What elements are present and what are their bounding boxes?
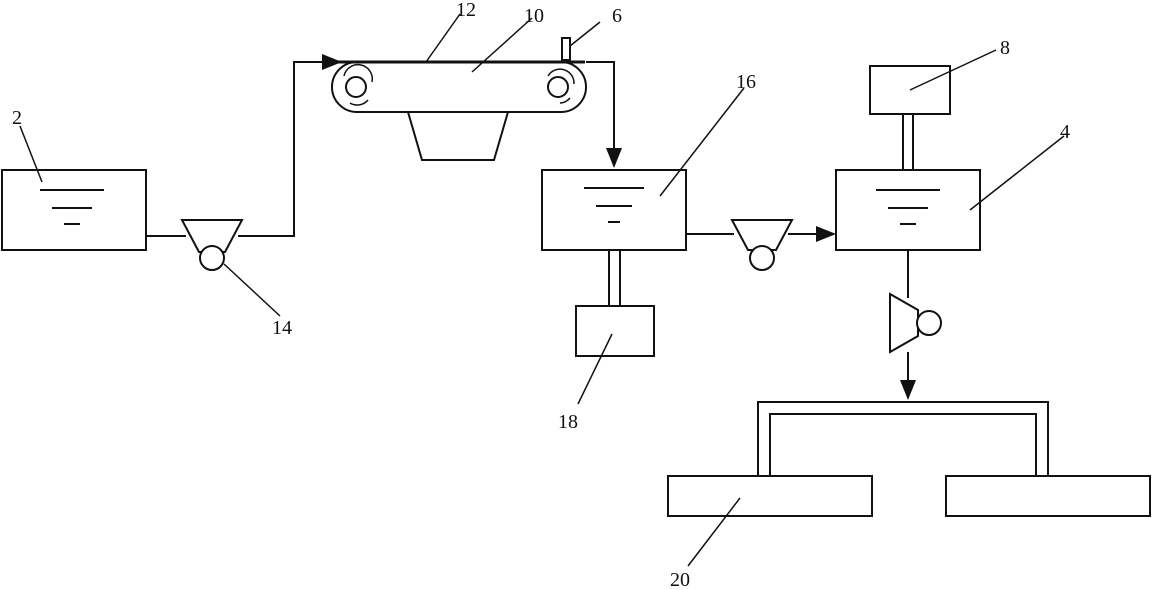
pump-14 xyxy=(180,219,244,271)
label-sensor-6: 6 xyxy=(612,5,622,27)
label-box-8: 8 xyxy=(1000,37,1010,59)
tank-4 xyxy=(835,169,981,251)
pipe-conveyor-tank16 xyxy=(586,61,622,168)
conveyor-10 xyxy=(331,60,587,161)
label-field-20: 20 xyxy=(670,569,690,589)
tank-16 xyxy=(541,169,687,251)
leader-lines xyxy=(19,13,1065,567)
label-tank-16: 16 xyxy=(736,71,756,93)
distribution-pipe xyxy=(757,401,1049,476)
box-18 xyxy=(575,305,655,357)
pump-middle xyxy=(730,219,794,271)
field-20 xyxy=(667,475,1151,517)
tank-2 xyxy=(1,169,147,251)
label-tank-2: 2 xyxy=(12,107,22,129)
sensor-6 xyxy=(561,37,571,61)
label-belt-12: 12 xyxy=(456,0,476,21)
label-box-18: 18 xyxy=(558,411,578,433)
label-pump-14: 14 xyxy=(272,317,292,339)
pump-right xyxy=(889,292,942,354)
label-tank-4: 4 xyxy=(1060,121,1070,143)
label-conveyor-10: 10 xyxy=(524,5,544,27)
pipe-pump14-conveyor xyxy=(238,54,342,237)
